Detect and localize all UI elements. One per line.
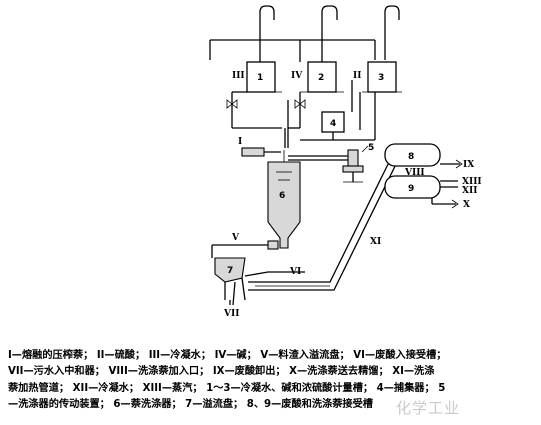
- process-flow-diagram: 1 2 3 4: [209, 5, 482, 319]
- stream-label: IX: [463, 160, 474, 170]
- stream-label: XI: [370, 237, 381, 247]
- equipment-number: 5: [368, 143, 374, 153]
- stream-label: III: [232, 71, 245, 81]
- caption-line: I—熔融的压榨萘； II—硫酸； III—冷凝水； IV—碱； V—料渣入溢流盘…: [8, 350, 447, 361]
- stream-label: VI: [289, 267, 301, 277]
- equipment-number: 7: [227, 266, 233, 276]
- stream-label: VII: [223, 309, 239, 319]
- acid-receiver-8: 8: [384, 143, 441, 167]
- valve-icon: [226, 99, 238, 109]
- stream-label: X: [463, 200, 470, 210]
- stream-label: XIII: [462, 177, 482, 187]
- equipment-number: 1: [257, 73, 263, 83]
- stream-label: IV: [291, 71, 303, 81]
- overflow-pan-7: 7: [214, 257, 246, 306]
- feed-pipes: [259, 5, 400, 72]
- washer-6: 6: [267, 150, 301, 249]
- equipment-number: 4: [330, 119, 336, 129]
- valve-icon: [294, 99, 306, 109]
- drive-5: 5: [288, 143, 374, 183]
- stream-label: XII: [462, 186, 477, 196]
- caption-line: 萘加热管道； XII—冷凝水； XIII—蒸汽； 1～3—冷凝水、碱和浓硫酸计量…: [8, 382, 446, 394]
- catcher-4: 4: [321, 111, 345, 133]
- naphthalene-receiver-9: 9: [384, 175, 441, 199]
- watermark: 化学工业: [396, 399, 461, 417]
- equipment-number: 3: [378, 73, 384, 83]
- stream-label: I: [238, 137, 242, 147]
- equipment-number: 8: [408, 152, 414, 162]
- tank-3-acid-meter: 3: [362, 61, 402, 93]
- stream-label: II: [353, 71, 361, 81]
- equipment-number: 9: [408, 184, 414, 194]
- caption-line: —洗涤器的传动装置； 6—萘洗涤器； 7—溢流盘； 8、9—废酸和洗涤萘接受槽: [8, 398, 373, 410]
- tank-2-alkali-meter: 2: [300, 61, 344, 93]
- equipment-number: 2: [318, 73, 324, 83]
- tank-1-condensate-meter: 1: [240, 61, 282, 93]
- caption-line: VII—污水入中和器； VIII—洗涤萘加入口； IX—废酸卸出； X—洗涤萘送…: [8, 366, 435, 378]
- molten-naphthalene-inlet: [241, 147, 281, 157]
- figure-caption: I—熔融的压榨萘； II—硫酸； III—冷凝水； IV—碱； V—料渣入溢流盘…: [8, 348, 536, 413]
- stream-label: VIII: [404, 168, 425, 178]
- stream-label: V: [231, 233, 240, 243]
- equipment-number: 6: [279, 191, 285, 201]
- heating-pipe: [248, 149, 404, 291]
